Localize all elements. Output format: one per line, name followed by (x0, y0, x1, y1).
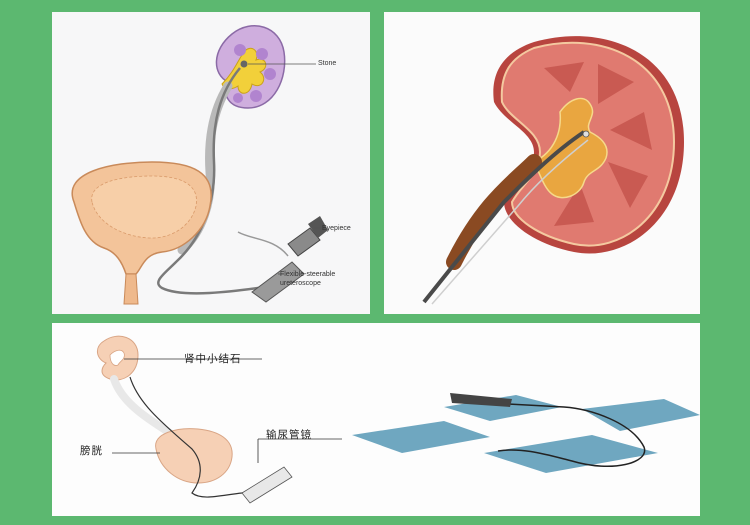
ureteroscope-label: 输尿管镜 (266, 429, 312, 441)
renal-pyramid-4 (608, 162, 648, 208)
collecting-system (532, 97, 608, 199)
kidney-stone-label: 肾中小结石 (184, 353, 242, 365)
ureteroscopy-diagram-panel: Stone Eyepiece Flexible-steerable ureter… (52, 12, 370, 314)
product-scope (453, 400, 646, 468)
calyx-4 (250, 90, 262, 102)
calyx-5 (233, 93, 243, 103)
ureteroscope-product-panel: 肾中小结石 膀胱 输尿管镜 (52, 323, 700, 516)
simplified-urinary-illustration (97, 335, 700, 504)
eyepiece-cup (308, 216, 328, 238)
renal-pyramid-2 (598, 64, 634, 104)
bladder-inner (91, 175, 197, 239)
eyepiece-body (287, 227, 321, 257)
scope-small (129, 376, 261, 498)
bladder-small (155, 428, 233, 484)
kidney-small-pelvis (109, 349, 125, 366)
scope-small-handle (241, 466, 293, 504)
calyx-3 (264, 68, 276, 80)
ureteroscope-label-line1: Flexible-steerable (280, 271, 336, 278)
pad-1 (444, 395, 562, 421)
pad-2 (582, 399, 700, 431)
calyx-2 (256, 48, 268, 60)
kidney-cross-section-panel (384, 12, 700, 314)
scope-tip (582, 130, 590, 138)
renal-pyramid-3 (610, 112, 652, 150)
calyx-1 (234, 44, 246, 56)
renal-pyramid-1 (544, 62, 584, 92)
ureter-section (446, 154, 542, 270)
renal-pyramid-5 (554, 184, 594, 226)
product-scope-body (450, 393, 512, 407)
urinary-tract-illustration (71, 25, 328, 305)
scope-handle (251, 261, 305, 303)
eyepiece-label: Eyepiece (322, 225, 351, 232)
stone-label: Stone (318, 60, 337, 67)
scope-sheath (422, 130, 586, 304)
pad-3 (352, 421, 490, 453)
urethra (123, 273, 139, 305)
stone-dot (240, 60, 248, 68)
pad-4 (484, 435, 658, 473)
scope-wire (431, 139, 589, 305)
scope-cable (237, 231, 289, 257)
ureteroscope-label-line2: ureteroscope (280, 280, 321, 287)
bladder-label: 膀胱 (80, 445, 103, 457)
kidney-cross-section-illustration (422, 36, 684, 305)
scope-shaft (157, 67, 273, 295)
